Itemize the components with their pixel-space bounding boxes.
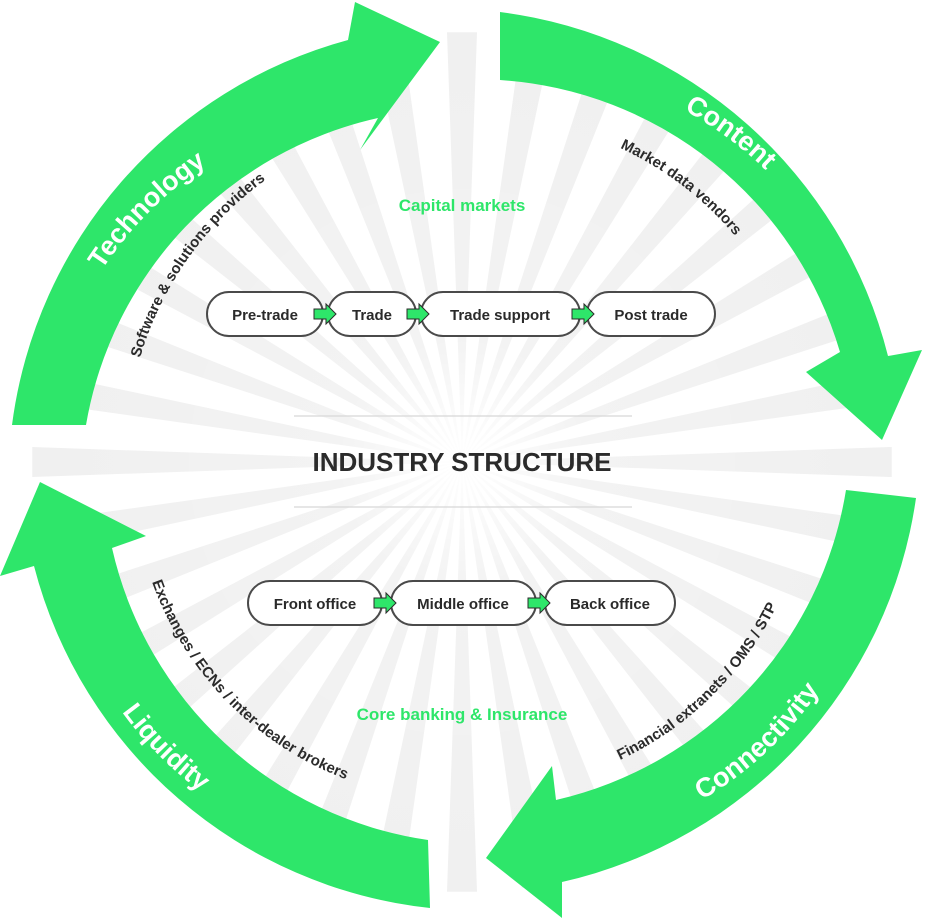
bottom-process-flow: Front office Middle office Back office <box>247 580 676 626</box>
pill-middle-office-label: Middle office <box>417 596 509 613</box>
arrow-icon-5 <box>527 591 551 615</box>
pill-post-trade-label: Post trade <box>614 307 687 324</box>
pill-back-office-label: Back office <box>570 596 650 613</box>
bottom-section-title: Core banking & Insurance <box>357 705 568 724</box>
top-process-flow: Pre-trade Trade Trade support Post trade <box>206 291 716 337</box>
liquidity-arrow <box>0 482 430 908</box>
arrow-icon-2 <box>406 302 430 326</box>
content-arrow <box>500 12 922 440</box>
arrow-icon-3 <box>571 302 595 326</box>
top-section-title: Capital markets <box>399 196 526 215</box>
pill-trade-support-label: Trade support <box>450 307 550 324</box>
ray-center-fade <box>42 42 882 882</box>
arrow-icon-1 <box>313 302 337 326</box>
main-title: INDUSTRY STRUCTURE <box>312 447 611 477</box>
connectivity-arrow <box>486 490 916 918</box>
pill-front-office-label: Front office <box>274 596 357 613</box>
technology-arrow <box>12 2 440 425</box>
arrow-icon-4 <box>373 591 397 615</box>
pill-trade-label: Trade <box>352 307 392 324</box>
pill-pre-trade-label: Pre-trade <box>232 307 298 324</box>
